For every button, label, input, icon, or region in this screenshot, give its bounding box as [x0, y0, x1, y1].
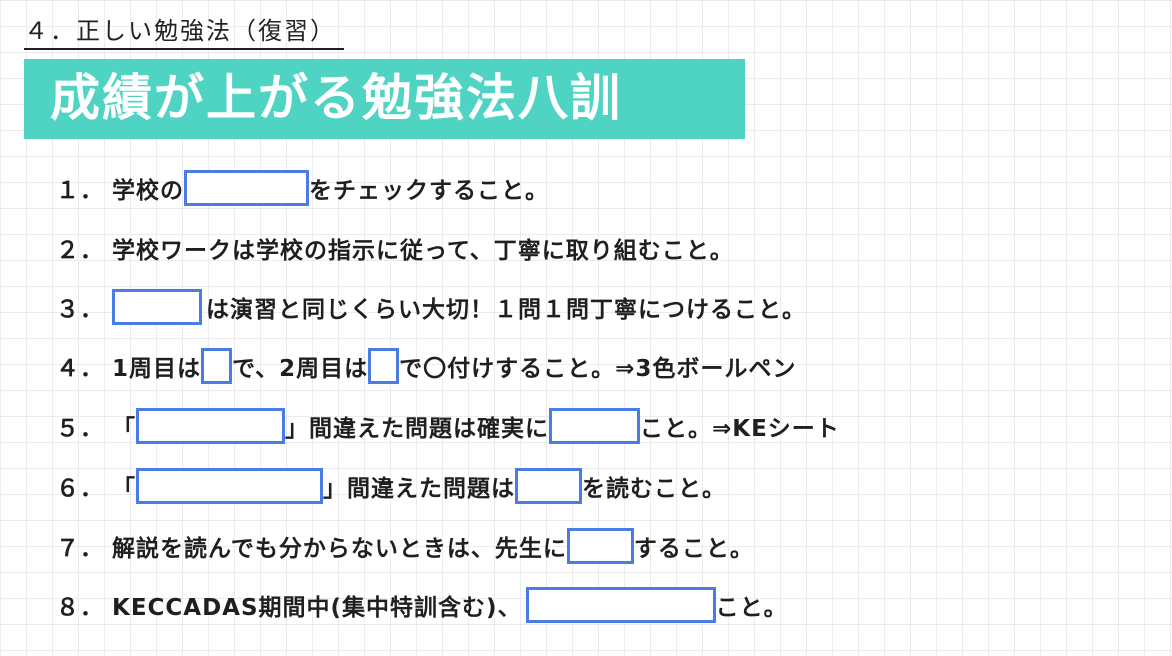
item-text: は演習と同じくらい大切！１問１問丁寧につけること。: [206, 297, 806, 323]
answer-blank[interactable]: [525, 587, 716, 623]
item-text: すること。: [633, 536, 754, 562]
item-text: を読むこと。: [582, 476, 726, 502]
item-text: 学校の: [112, 178, 184, 204]
answer-blank[interactable]: [368, 348, 400, 384]
item-number: ６．: [56, 476, 104, 502]
list-item-3: ３． は演習と同じくらい大切！１問１問丁寧につけること。: [56, 287, 806, 327]
item-text: で、2周目は: [232, 356, 369, 382]
answer-blank[interactable]: [549, 408, 640, 444]
item-text: こと。⇒KEシート: [640, 416, 840, 442]
list-item-2: ２． 学校ワークは学校の指示に従って、丁寧に取り組むこと。: [56, 228, 734, 268]
list-item-8: ８． KECCADAS期間中(集中特訓含む)、 こと。: [56, 585, 788, 625]
item-text: こと。: [715, 595, 788, 621]
answer-blank[interactable]: [136, 408, 285, 444]
item-text: 」間違えた問題は確実に: [285, 416, 549, 442]
item-number: ３．: [56, 297, 104, 323]
answer-blank[interactable]: [201, 348, 233, 384]
item-number: １．: [56, 178, 104, 204]
item-text: 「: [112, 476, 136, 502]
answer-blank[interactable]: [184, 170, 309, 206]
list-item-1: １． 学校の をチェックすること。: [56, 168, 549, 208]
answer-blank[interactable]: [515, 468, 582, 504]
item-number: ５．: [56, 416, 104, 442]
title-banner: 成績が上がる勉強法八訓: [24, 59, 745, 139]
item-number: ７．: [56, 536, 104, 562]
list-item-7: ７． 解説を読んでも分からないときは、先生に すること。: [56, 526, 754, 566]
list-item-6: ６． 「 」間違えた問題は を読むこと。: [56, 466, 726, 506]
item-text: をチェックすること。: [309, 178, 549, 204]
item-text: 1周目は: [112, 356, 202, 382]
answer-blank[interactable]: [566, 528, 634, 564]
item-text: 」間違えた問題は: [323, 476, 515, 502]
item-number: ４．: [56, 356, 104, 382]
item-text: で〇付けすること。⇒3色ボールペン: [399, 356, 797, 382]
item-text: 学校ワークは学校の指示に従って、丁寧に取り組むこと。: [112, 238, 734, 264]
item-number: ２．: [56, 238, 104, 264]
item-text: 解説を読んでも分からないときは、先生に: [112, 536, 567, 562]
answer-blank[interactable]: [112, 289, 202, 325]
item-text: 「: [112, 416, 136, 442]
item-text: KECCADAS期間中(集中特訓含む)、: [112, 595, 522, 621]
list-item-4: ４． 1周目は で、2周目は で〇付けすること。⇒3色ボールペン: [56, 346, 796, 386]
list-item-5: ５． 「 」間違えた問題は確実に こと。⇒KEシート: [56, 406, 840, 446]
section-heading: ４．正しい勉強法（復習）: [24, 14, 344, 50]
answer-blank[interactable]: [136, 468, 323, 504]
banner-title: 成績が上がる勉強法八訓: [50, 69, 622, 127]
item-number: ８．: [56, 595, 104, 621]
